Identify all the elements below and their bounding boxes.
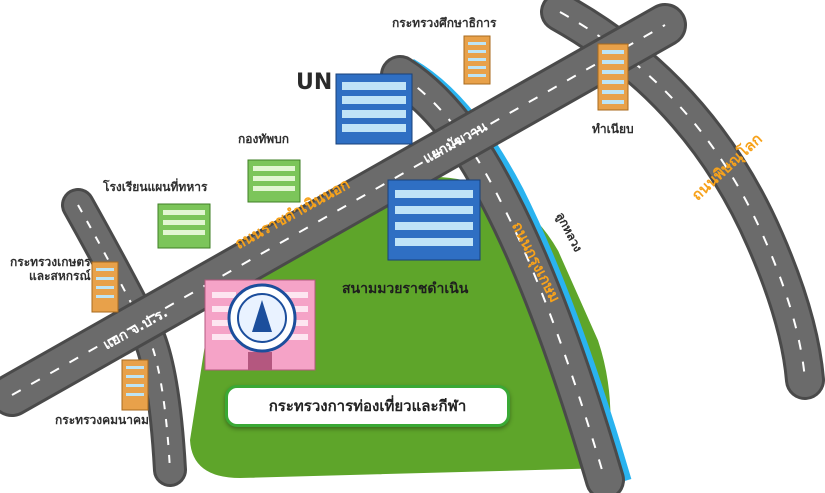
tourism-callout: กระทรวงการท่องเที่ยวและกีฬา xyxy=(225,385,510,427)
label-stadium: สนามมวยราชดำเนิน xyxy=(342,281,469,297)
building-orange-icon xyxy=(597,43,629,111)
building-orange-icon xyxy=(91,261,119,313)
building-green-icon xyxy=(157,203,211,249)
label-transport: กระทรวงคมนาคม xyxy=(55,413,149,427)
label-agriculture: กระทรวงเกษตร และสหกรณ์ xyxy=(10,255,91,283)
building-blue-icon xyxy=(335,73,413,145)
label-education: กระทรวงศึกษาธิการ xyxy=(392,16,497,30)
emblem-icon xyxy=(227,283,297,353)
building-orange-icon xyxy=(463,35,491,85)
label-government-house: ทำเนียบ xyxy=(592,122,634,136)
label-tourism: กระทรวงการท่องเที่ยวและกีฬา xyxy=(268,397,467,415)
building-orange-icon xyxy=(121,359,149,411)
building-blue-icon xyxy=(387,179,481,261)
label-army: กองทัพบก xyxy=(238,132,290,146)
building-green-icon xyxy=(247,159,301,203)
label-school: โรงเรียนแผนที่ทหาร xyxy=(103,180,208,194)
label-un: UN xyxy=(296,70,333,95)
